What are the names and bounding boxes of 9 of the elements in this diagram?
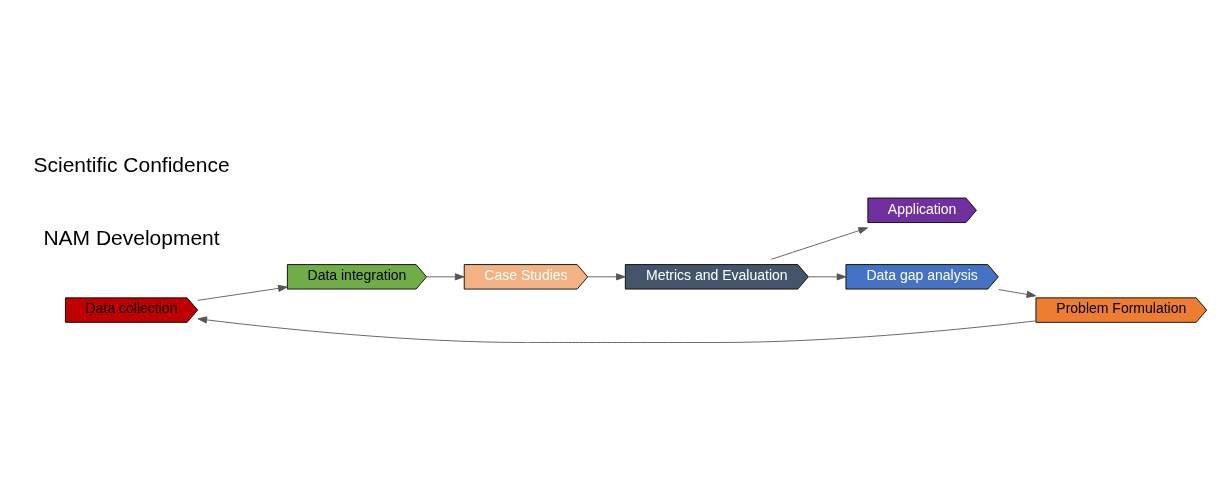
arrow	[587, 273, 626, 281]
arrow	[808, 273, 847, 281]
label: Scientific Confidence	[33, 152, 230, 176]
arrow	[197, 316, 1037, 343]
arrow	[197, 284, 288, 301]
arrow	[771, 227, 868, 260]
arrow	[998, 289, 1037, 298]
label: NAM Development	[43, 226, 220, 250]
arrow	[426, 273, 465, 281]
